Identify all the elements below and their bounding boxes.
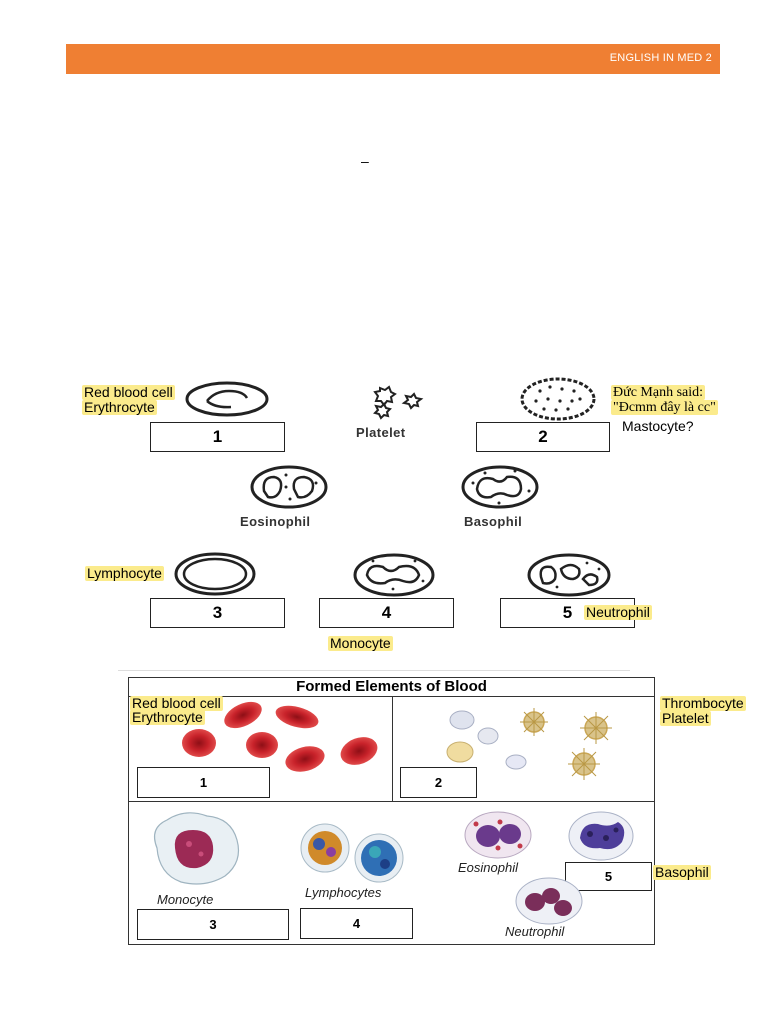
platelet-drawing	[373, 385, 424, 420]
basophil-illustration	[568, 811, 634, 861]
lymphocyte-annotation: Lymphocyte	[85, 565, 164, 581]
lymphocytes-illustration	[300, 823, 404, 883]
figure-divider-horizontal	[129, 801, 654, 802]
figure-divider-vertical	[392, 696, 393, 801]
figure-neutrophil-label: Neutrophil	[505, 924, 565, 939]
eosinophil-label: Eosinophil	[240, 514, 311, 529]
platelet-label: Platelet	[356, 425, 406, 440]
monocyte-drawing	[353, 553, 435, 597]
rbc-illustration	[182, 701, 378, 772]
figure-rbc-annotation-1: Red blood cell	[130, 695, 223, 711]
figure-lymphocytes-label: Lymphocytes	[305, 885, 382, 900]
answer-box-3[interactable]: 3	[150, 598, 285, 628]
answer-box-2[interactable]: 2	[476, 422, 610, 452]
rbc-annotation-1: Red blood cell	[82, 384, 175, 400]
figure-monocyte-label: Monocyte	[157, 892, 214, 907]
basophil-label: Basophil	[464, 514, 523, 529]
basophil-drawing	[461, 465, 539, 509]
figure-top-rule	[118, 670, 630, 671]
figure-title: Formed Elements of Blood	[129, 678, 654, 697]
figure-rbc-annotation-2: Erythrocyte	[130, 709, 205, 725]
header-title: ENGLISH IN MED 2	[609, 52, 712, 64]
eosinophil-illustration	[464, 811, 532, 859]
figure-answer-box-1[interactable]: 1	[137, 767, 270, 798]
figure-platelet-annotation: Platelet	[660, 710, 711, 726]
comment-annotation-2: "Đcmm đây là cc"	[611, 400, 718, 415]
platelet-illustration	[446, 708, 612, 780]
neutrophil-illustration	[515, 877, 583, 925]
figure-thrombocyte-annotation: Thrombocyte	[660, 695, 746, 711]
mastocyte-note: Mastocyte?	[622, 418, 694, 434]
eosinophil-drawing	[250, 465, 328, 509]
monocyte-annotation: Monocyte	[328, 635, 393, 651]
figure-eosinophil-label: Eosinophil	[458, 860, 518, 875]
figure-basophil-annotation: Basophil	[653, 864, 711, 880]
answer-box-1[interactable]: 1	[150, 422, 285, 452]
rbc-drawing	[185, 381, 269, 417]
comment-annotation-1: Đức Mạnh said:	[611, 385, 706, 400]
neutrophil-annotation: Neutrophil	[584, 604, 652, 620]
page-header: ENGLISH IN MED 2	[66, 44, 720, 74]
figure-answer-box-5[interactable]: 5	[565, 862, 652, 891]
rbc-annotation-2: Erythrocyte	[82, 399, 157, 415]
lymphocyte-drawing	[174, 552, 256, 596]
figure-answer-box-2[interactable]: 2	[400, 767, 477, 798]
neutrophil-drawing	[527, 553, 611, 597]
figure-answer-box-4[interactable]: 4	[300, 908, 413, 939]
figure-answer-box-3[interactable]: 3	[137, 909, 289, 940]
granular-cell-drawing	[520, 377, 596, 421]
answer-box-4[interactable]: 4	[319, 598, 454, 628]
dash-mark: –	[361, 153, 369, 169]
monocyte-illustration	[154, 812, 240, 885]
